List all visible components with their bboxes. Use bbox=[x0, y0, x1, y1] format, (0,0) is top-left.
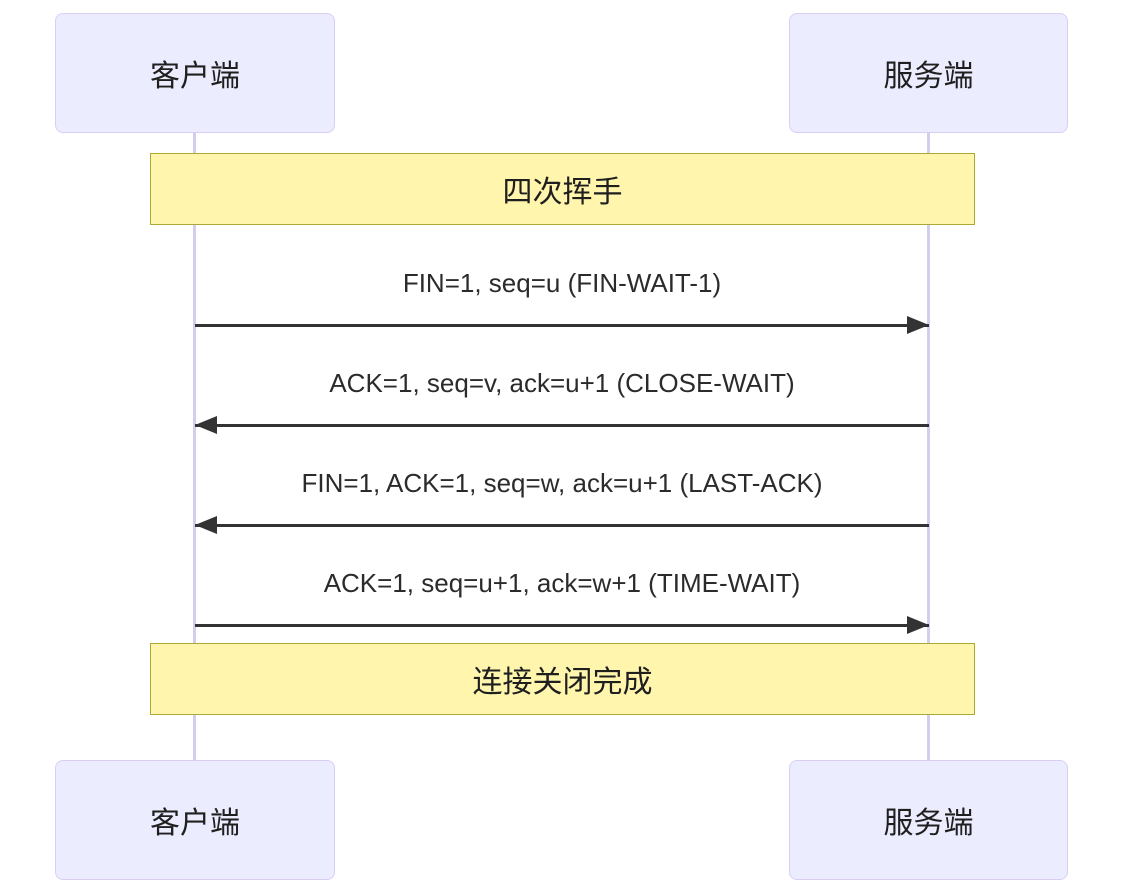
arrow-shaft bbox=[195, 624, 929, 627]
actor-server-label: 服务端 bbox=[883, 60, 974, 93]
client-lifeline bbox=[193, 133, 196, 760]
actor-client-bottom: 客户端 bbox=[55, 760, 335, 880]
arrowhead-left-icon bbox=[195, 516, 217, 534]
message-3-arrow bbox=[195, 516, 929, 534]
banner-four-way-handshake: 四次挥手 bbox=[150, 153, 975, 225]
message-1-arrow bbox=[195, 316, 929, 334]
arrowhead-right-icon bbox=[907, 616, 929, 634]
arrow-shaft bbox=[195, 524, 929, 527]
actor-client-top: 客户端 bbox=[55, 13, 335, 133]
actor-server-bottom: 服务端 bbox=[789, 760, 1068, 880]
message-4-label: ACK=1, seq=u+1, ack=w+1 (TIME-WAIT) bbox=[323, 568, 801, 598]
message-2-label: ACK=1, seq=v, ack=u+1 (CLOSE-WAIT) bbox=[329, 368, 795, 398]
banner-connection-closed: 连接关闭完成 bbox=[150, 643, 975, 715]
arrowhead-left-icon bbox=[195, 416, 217, 434]
arrowhead-right-icon bbox=[907, 316, 929, 334]
message-1-label: FIN=1, seq=u (FIN-WAIT-1) bbox=[402, 268, 722, 298]
message-3-label: FIN=1, ACK=1, seq=w, ack=u+1 (LAST-ACK) bbox=[301, 468, 823, 498]
arrow-shaft bbox=[195, 424, 929, 427]
message-4-arrow bbox=[195, 616, 929, 634]
actor-server-label: 服务端 bbox=[883, 807, 974, 840]
banner-connection-closed-label: 连接关闭完成 bbox=[472, 666, 653, 699]
message-2-arrow bbox=[195, 416, 929, 434]
actor-client-label: 客户端 bbox=[150, 807, 240, 840]
actor-client-label: 客户端 bbox=[150, 60, 240, 93]
actor-server-top: 服务端 bbox=[789, 13, 1068, 133]
arrow-shaft bbox=[195, 324, 929, 327]
banner-four-way-handshake-label: 四次挥手 bbox=[502, 176, 623, 209]
server-lifeline bbox=[927, 133, 930, 760]
